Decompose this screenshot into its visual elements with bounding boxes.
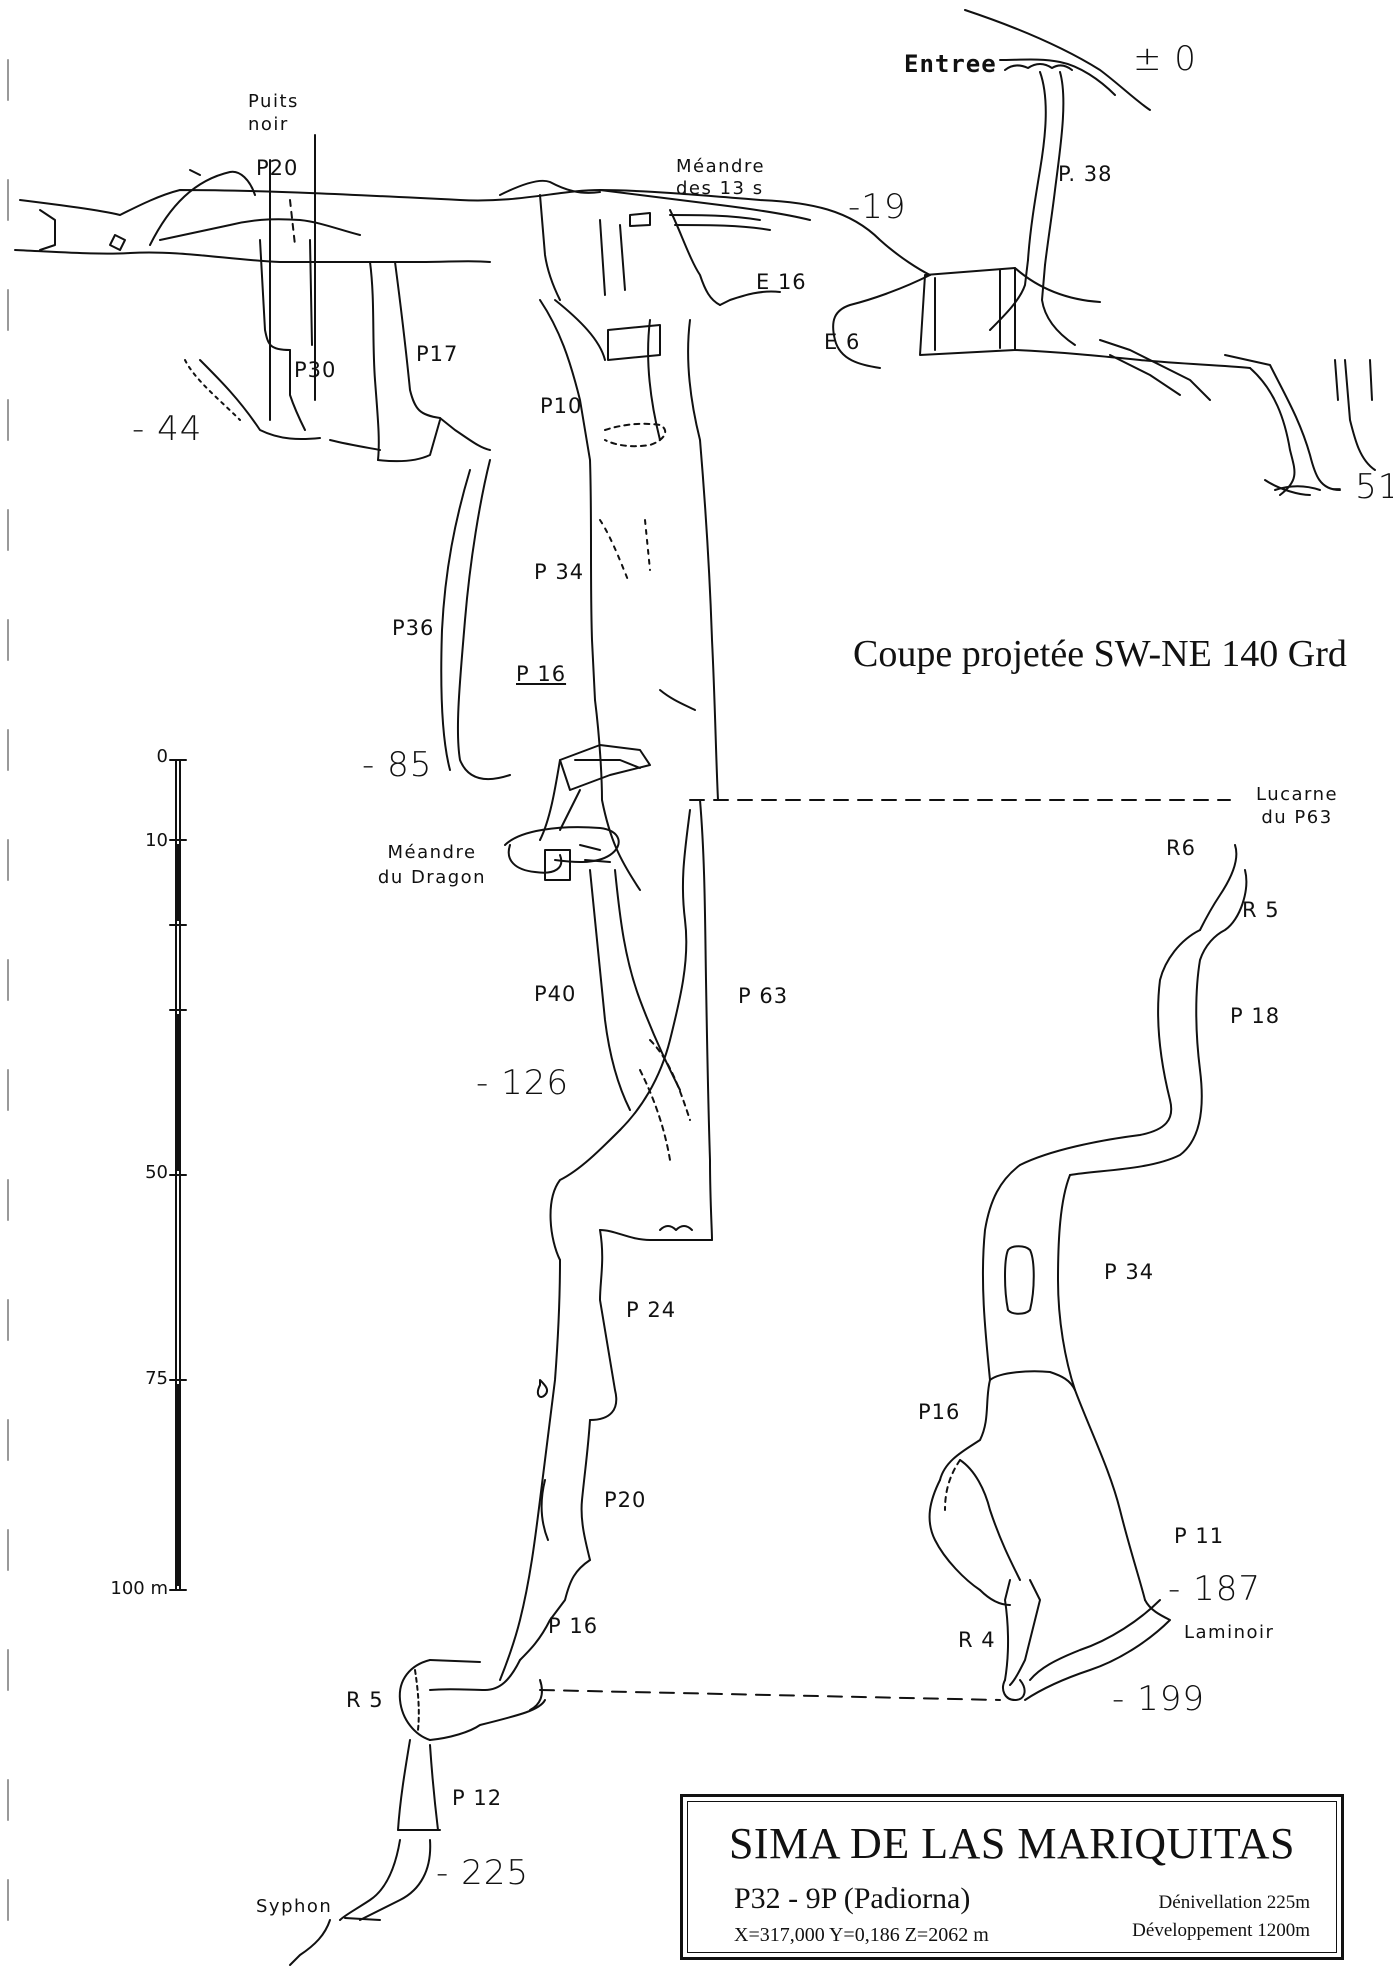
laminoir-label: Laminoir [1184, 1622, 1275, 1643]
cave-coordinates: X=317,000 Y=0,186 Z=2062 m [734, 1924, 989, 1946]
lucarne-label: Lucarne du P63 [1256, 784, 1339, 828]
syphon-label: Syphon [256, 1896, 333, 1917]
meandre-dragon-label: Méandre du Dragon [377, 842, 487, 889]
scale-label-100: 100 m [110, 1578, 168, 1599]
p18-label: P 18 [1230, 1004, 1281, 1028]
p17-label: P17 [416, 342, 459, 366]
r4-label: R 4 [958, 1628, 996, 1652]
title-block: SIMA DE LAS MARIQUITAS P32 - 9P (Padiorn… [680, 1794, 1344, 1960]
depth-19: -19 [848, 187, 907, 227]
developpement: Développement 1200m [1132, 1920, 1310, 1941]
e6-label: E 6 [824, 330, 861, 354]
cave-code: P32 - 9P (Padiorna) [734, 1882, 971, 1915]
scale-bar [169, 759, 187, 1591]
depth-51: - 51 [1330, 467, 1393, 507]
entrance-label: Entree [904, 50, 997, 78]
p30-label: P30 [294, 358, 337, 382]
r6-label: R6 [1166, 836, 1196, 860]
depth-126: - 126 [476, 1063, 569, 1103]
p24-label: P 24 [626, 1298, 677, 1322]
coupe-title: Coupe projetée SW-NE 140 Grd [853, 633, 1347, 675]
surface [964, 9, 1151, 111]
depth-187: - 187 [1168, 1569, 1261, 1609]
scale-label-10: 10 [145, 830, 168, 851]
upper-pits [189, 134, 491, 463]
depth-marker-lines [184, 359, 1311, 496]
puits-noir-label: Puits noir [248, 91, 299, 136]
depth-0: ± 0 [1133, 39, 1197, 79]
cave-name: SIMA DE LAS MARIQUITAS [728, 1819, 1296, 1868]
denivellation: Dénivellation 225m [1158, 1892, 1310, 1913]
e16-label: E 16 [756, 270, 807, 294]
p20-top-label: P20 [256, 156, 299, 180]
scale-label-0: 0 [156, 746, 168, 767]
main-shaft [440, 299, 719, 891]
p38-label: P. 38 [1058, 162, 1113, 186]
p34-right-label: P 34 [1104, 1260, 1155, 1284]
r5-low-label: R 5 [346, 1688, 384, 1712]
lower-shaft [289, 1229, 618, 1966]
depth-44: - 44 [132, 409, 203, 449]
p16-low-label: P 16 [548, 1614, 599, 1638]
p40-label: P40 [534, 982, 577, 1006]
meandre-13s-label: Méandre des 13 s [676, 156, 766, 199]
upper-gallery [14, 71, 1376, 496]
right-branch [539, 799, 1248, 1701]
r5-right-label: R 5 [1242, 898, 1280, 922]
p16-right-label: P16 [918, 1400, 961, 1424]
depth-85: - 85 [362, 745, 433, 785]
title-block-inner: SIMA DE LAS MARIQUITAS P32 - 9P (Padiorn… [687, 1801, 1337, 1953]
p11-label: P 11 [1174, 1524, 1225, 1548]
p10-label: P10 [540, 394, 583, 418]
dragon-junction [504, 744, 651, 881]
p20-low-label: P20 [604, 1488, 647, 1512]
scale-label-75: 75 [145, 1368, 168, 1389]
p36-label: P36 [392, 616, 435, 640]
depth-225: - 225 [436, 1853, 529, 1893]
p16-main-label: P 16 [516, 662, 567, 686]
p63-label: P 63 [738, 984, 789, 1008]
p12-label: P 12 [452, 1786, 503, 1810]
scale-label-50: 50 [145, 1162, 168, 1183]
p40-p63 [549, 799, 713, 1261]
p34-main-label: P 34 [534, 560, 585, 584]
depth-199: - 199 [1112, 1679, 1205, 1719]
